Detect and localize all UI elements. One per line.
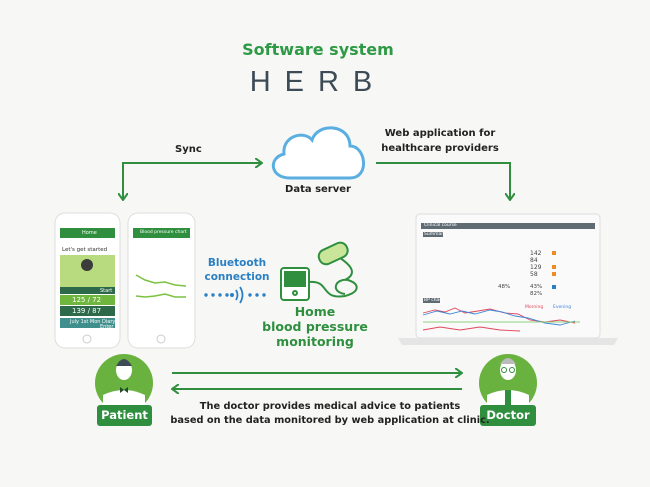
phone-bp-evening: 139 / 87 [72,307,102,315]
monitor-label-1: Home [294,304,336,319]
bluetooth-signal-icon [204,286,266,304]
phone-bp-morning: 125 / 72 [72,296,102,304]
laptop-chart-tag: BP chart [424,298,443,303]
web-app-label-1: Web application for [384,128,496,139]
bluetooth-label-1: Bluetooth [207,257,267,269]
cloud-icon [272,126,365,180]
laptop-value: 43% [530,284,543,290]
web-app-arrow [376,162,510,200]
phone-chart [127,212,196,349]
phone-home [54,212,121,349]
patient-label: Patient [97,405,152,426]
laptop-value: 142 [530,250,542,257]
doctor-label: Doctor [480,405,536,426]
laptop-summary-tag: Summary [424,232,446,237]
phone-greeting: Let's get started [62,247,108,253]
phone-home-title: Home [82,230,97,236]
laptop-header: Clinical course [424,223,457,228]
laptop-value: 58 [530,271,538,278]
phone-chart-title: Blood pressure chart [140,230,187,235]
phone-enter-button: Enter [100,324,114,330]
patient-avatar [95,354,153,412]
footer-text-2: based on the data monitored by web appli… [170,415,490,426]
data-server-label: Data server [285,184,351,195]
laptop-value: 82% [530,291,543,297]
product-name: HERB [249,66,387,98]
sync-arrow [123,163,262,200]
doctor-avatar [479,354,537,412]
web-app-label-2: healthcare providers [381,143,499,154]
monitor-label-2: blood pressure [262,319,368,334]
page-title: Software system [242,40,394,59]
communication-arrows [172,373,462,389]
blood-pressure-monitor-icon [280,241,358,301]
footer-text-1: The doctor provides medical advice to pa… [199,401,461,412]
monitor-label-3: monitoring [276,334,354,349]
phone-start-button: Start [100,288,113,294]
phone-diary: July 1st Mon Diary [70,319,116,325]
laptop [398,213,618,345]
laptop-value: 48% [498,284,511,290]
legend-morning: Morning [525,305,544,310]
bluetooth-label-2: connection [204,271,270,283]
legend-evening: Evening [553,305,572,310]
laptop-value: 84 [530,257,538,264]
sync-label: Sync [175,144,202,155]
laptop-value: 129 [530,264,542,271]
